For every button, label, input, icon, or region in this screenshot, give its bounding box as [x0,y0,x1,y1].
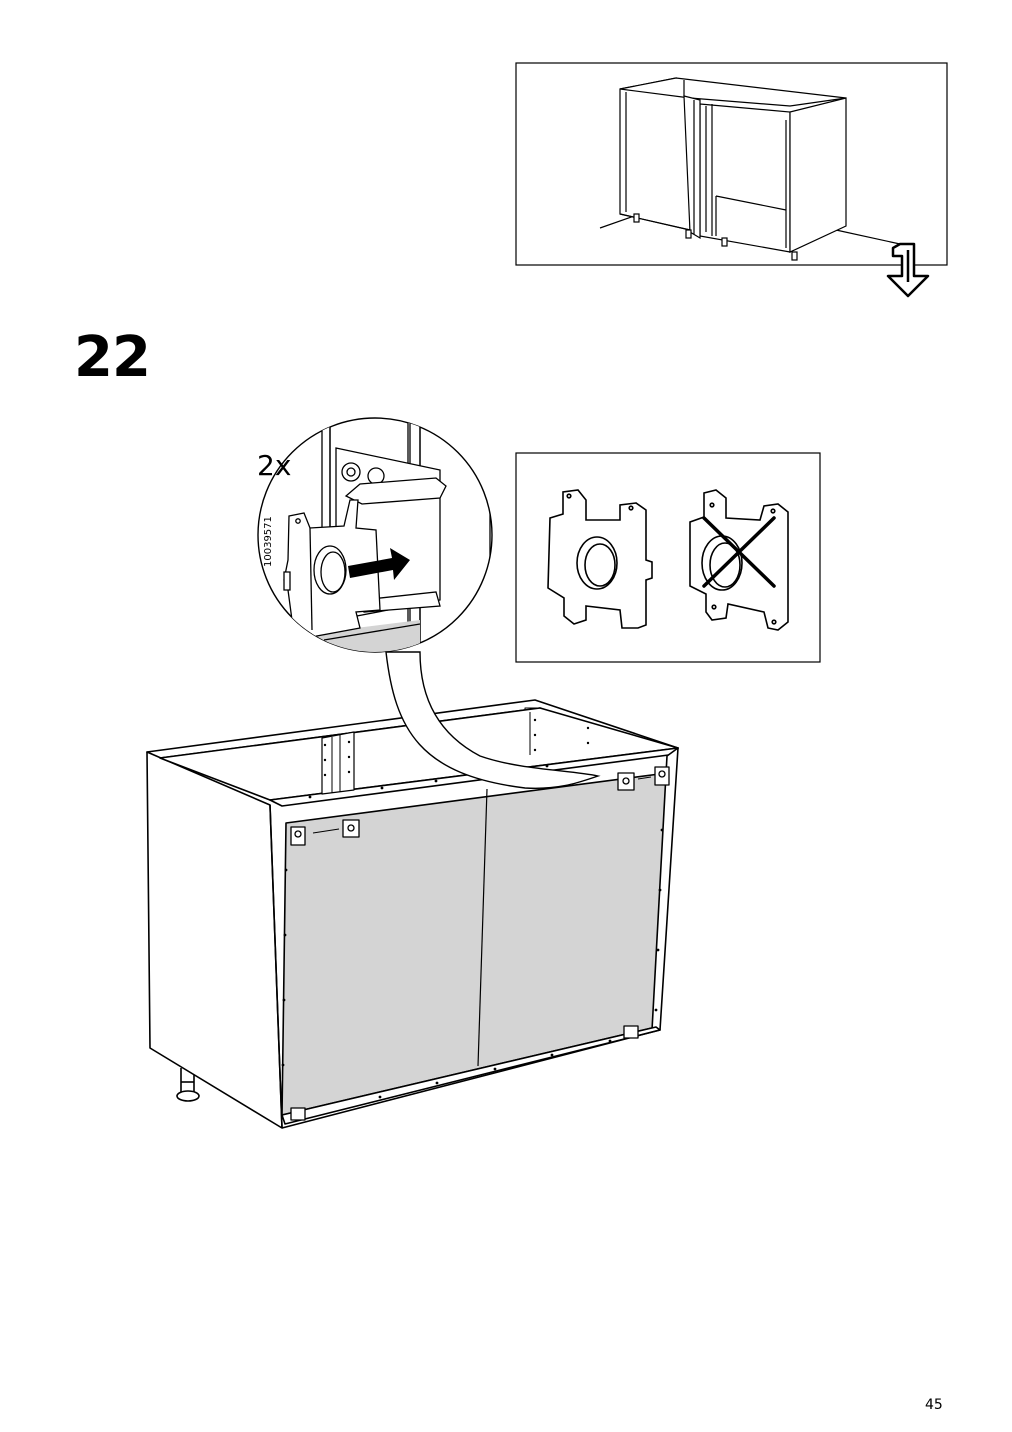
part-number-text: 10039571 [263,516,274,567]
context-box [515,62,948,298]
screw-dots [281,718,664,1099]
quantity-label: 2x [257,449,292,482]
base-cabinet [146,699,679,1129]
turn-over-arrow-icon [886,242,930,298]
wrong-fitting [689,489,789,631]
part-number-label: 10039571 [263,515,277,567]
cross-icon [702,516,776,588]
step-number: 22 [74,325,151,390]
zoom-connector [385,651,601,790]
push-arrow-icon [348,548,410,580]
page-number: 45 [925,1397,943,1413]
detail-zoom [257,417,493,653]
orientation-box [515,452,821,663]
mounted-fittings [290,766,670,1121]
corner-cabinet-sketch [599,77,901,261]
correct-fitting [547,489,653,629]
cabinet-leg [176,1068,200,1102]
